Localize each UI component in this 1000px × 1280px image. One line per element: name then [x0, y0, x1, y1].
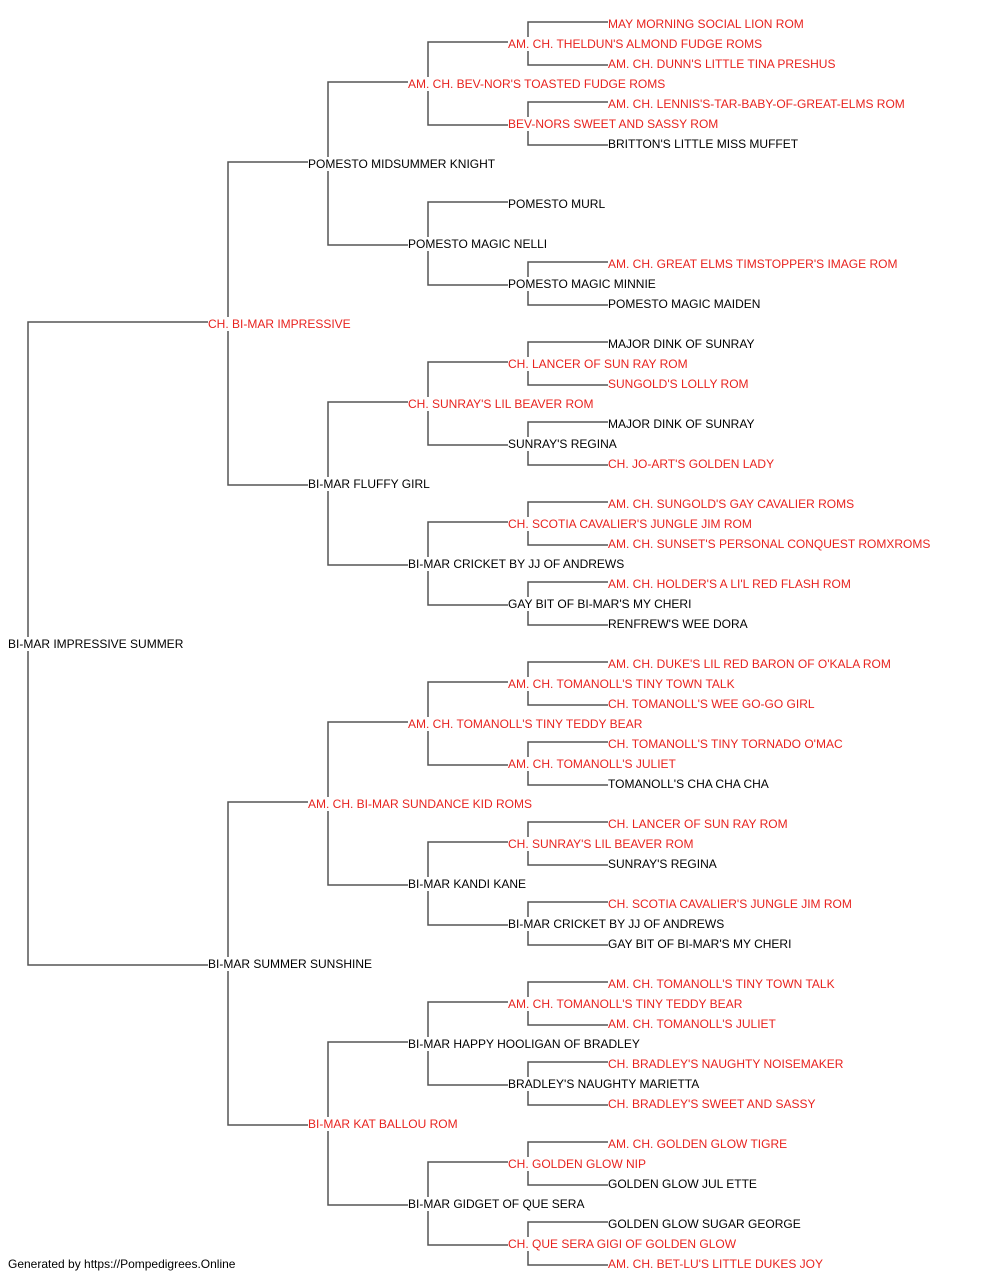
dog-great-grandparent[interactable]: AM. CH. BEV-NOR'S TOASTED FUDGE ROMS: [408, 77, 667, 91]
dog-sire[interactable]: CH. BI-MAR IMPRESSIVE: [208, 317, 352, 331]
dog-grandparent[interactable]: POMESTO MIDSUMMER KNIGHT: [308, 157, 497, 171]
dog-gen5[interactable]: CH. BRADLEY'S SWEET AND SASSY: [608, 1097, 817, 1111]
generated-by-footer: Generated by https://Pompedigrees.Online: [8, 1257, 236, 1271]
dog-gen5[interactable]: MAJOR DINK OF SUNRAY: [608, 417, 756, 431]
dog-grandparent[interactable]: AM. CH. BI-MAR SUNDANCE KID ROMS: [308, 797, 534, 811]
dog-great-grandparent[interactable]: BI-MAR GIDGET OF QUE SERA: [408, 1197, 586, 1211]
dog-gen5[interactable]: AM. CH. BET-LU'S LITTLE DUKES JOY: [608, 1257, 825, 1271]
dog-gen4[interactable]: CH. QUE SERA GIGI OF GOLDEN GLOW: [508, 1237, 738, 1251]
dog-great-grandparent[interactable]: BI-MAR CRICKET BY JJ OF ANDREWS: [408, 557, 626, 571]
dog-gen5[interactable]: POMESTO MAGIC MAIDEN: [608, 297, 762, 311]
dog-great-grandparent[interactable]: BI-MAR HAPPY HOOLIGAN OF BRADLEY: [408, 1037, 641, 1051]
dog-gen5[interactable]: CH. TOMANOLL'S TINY TORNADO O'MAC: [608, 737, 844, 751]
dog-subject[interactable]: BI-MAR IMPRESSIVE SUMMER: [8, 637, 185, 651]
dog-gen5[interactable]: AM. CH. TOMANOLL'S JULIET: [608, 1017, 777, 1031]
dog-gen4[interactable]: AM. CH. TOMANOLL'S TINY TEDDY BEAR: [508, 997, 744, 1011]
dog-gen4[interactable]: BEV-NORS SWEET AND SASSY ROM: [508, 117, 720, 131]
dog-gen5[interactable]: CH. BRADLEY'S NAUGHTY NOISEMAKER: [608, 1057, 845, 1071]
dog-gen5[interactable]: AM. CH. GOLDEN GLOW TIGRE: [608, 1137, 789, 1151]
dog-gen5[interactable]: RENFREW'S WEE DORA: [608, 617, 749, 631]
dog-grandparent[interactable]: BI-MAR KAT BALLOU ROM: [308, 1117, 459, 1131]
dog-gen4[interactable]: AM. CH. THELDUN'S ALMOND FUDGE ROMS: [508, 37, 764, 51]
dog-grandparent[interactable]: BI-MAR FLUFFY GIRL: [308, 477, 431, 491]
dog-gen4[interactable]: AM. CH. TOMANOLL'S TINY TOWN TALK: [508, 677, 736, 691]
dog-gen5[interactable]: BRITTON'S LITTLE MISS MUFFET: [608, 137, 800, 151]
dog-gen4[interactable]: GAY BIT OF BI-MAR'S MY CHERI: [508, 597, 693, 611]
dog-gen4[interactable]: CH. GOLDEN GLOW NIP: [508, 1157, 648, 1171]
dog-gen5[interactable]: SUNGOLD'S LOLLY ROM: [608, 377, 750, 391]
dog-gen5[interactable]: AM. CH. LENNIS'S-TAR-BABY-OF-GREAT-ELMS …: [608, 97, 906, 111]
dog-gen5[interactable]: GOLDEN GLOW SUGAR GEORGE: [608, 1217, 802, 1231]
dog-gen5[interactable]: MAJOR DINK OF SUNRAY: [608, 337, 756, 351]
dog-gen4[interactable]: CH. LANCER OF SUN RAY ROM: [508, 357, 689, 371]
dog-gen4[interactable]: POMESTO MURL: [508, 197, 607, 211]
dog-gen4[interactable]: SUNRAY'S REGINA: [508, 437, 618, 451]
dog-gen4[interactable]: AM. CH. TOMANOLL'S JULIET: [508, 757, 677, 771]
dog-gen5[interactable]: AM. CH. SUNGOLD'S GAY CAVALIER ROMS: [608, 497, 856, 511]
dog-gen5[interactable]: AM. CH. DUKE'S LIL RED BARON OF O'KALA R…: [608, 657, 892, 671]
dog-great-grandparent[interactable]: CH. SUNRAY'S LIL BEAVER ROM: [408, 397, 595, 411]
dog-gen4[interactable]: BRADLEY'S NAUGHTY MARIETTA: [508, 1077, 701, 1091]
dog-gen5[interactable]: TOMANOLL'S CHA CHA CHA: [608, 777, 770, 791]
dog-gen5[interactable]: CH. TOMANOLL'S WEE GO-GO GIRL: [608, 697, 816, 711]
dog-gen5[interactable]: CH. LANCER OF SUN RAY ROM: [608, 817, 789, 831]
dog-gen5[interactable]: AM. CH. SUNSET'S PERSONAL CONQUEST ROMXR…: [608, 537, 932, 551]
dog-gen5[interactable]: GOLDEN GLOW JUL ETTE: [608, 1177, 758, 1191]
dog-gen5[interactable]: SUNRAY'S REGINA: [608, 857, 718, 871]
dog-gen5[interactable]: AM. CH. HOLDER'S A LI'L RED FLASH ROM: [608, 577, 852, 591]
dog-gen5[interactable]: AM. CH. DUNN'S LITTLE TINA PRESHUS: [608, 57, 837, 71]
dog-great-grandparent[interactable]: BI-MAR KANDI KANE: [408, 877, 528, 891]
dog-dam[interactable]: BI-MAR SUMMER SUNSHINE: [208, 957, 374, 971]
dog-gen4[interactable]: CH. SUNRAY'S LIL BEAVER ROM: [508, 837, 695, 851]
dog-gen5[interactable]: MAY MORNING SOCIAL LION ROM: [608, 17, 805, 31]
dog-great-grandparent[interactable]: POMESTO MAGIC NELLI: [408, 237, 549, 251]
dog-great-grandparent[interactable]: AM. CH. TOMANOLL'S TINY TEDDY BEAR: [408, 717, 644, 731]
dog-gen4[interactable]: CH. SCOTIA CAVALIER'S JUNGLE JIM ROM: [508, 517, 753, 531]
dog-gen5[interactable]: CH. JO-ART'S GOLDEN LADY: [608, 457, 776, 471]
dog-gen4[interactable]: BI-MAR CRICKET BY JJ OF ANDREWS: [508, 917, 726, 931]
dog-gen5[interactable]: CH. SCOTIA CAVALIER'S JUNGLE JIM ROM: [608, 897, 853, 911]
dog-gen4[interactable]: POMESTO MAGIC MINNIE: [508, 277, 657, 291]
dog-gen5[interactable]: AM. CH. GREAT ELMS TIMSTOPPER'S IMAGE RO…: [608, 257, 899, 271]
dog-gen5[interactable]: GAY BIT OF BI-MAR'S MY CHERI: [608, 937, 793, 951]
dog-gen5[interactable]: AM. CH. TOMANOLL'S TINY TOWN TALK: [608, 977, 836, 991]
